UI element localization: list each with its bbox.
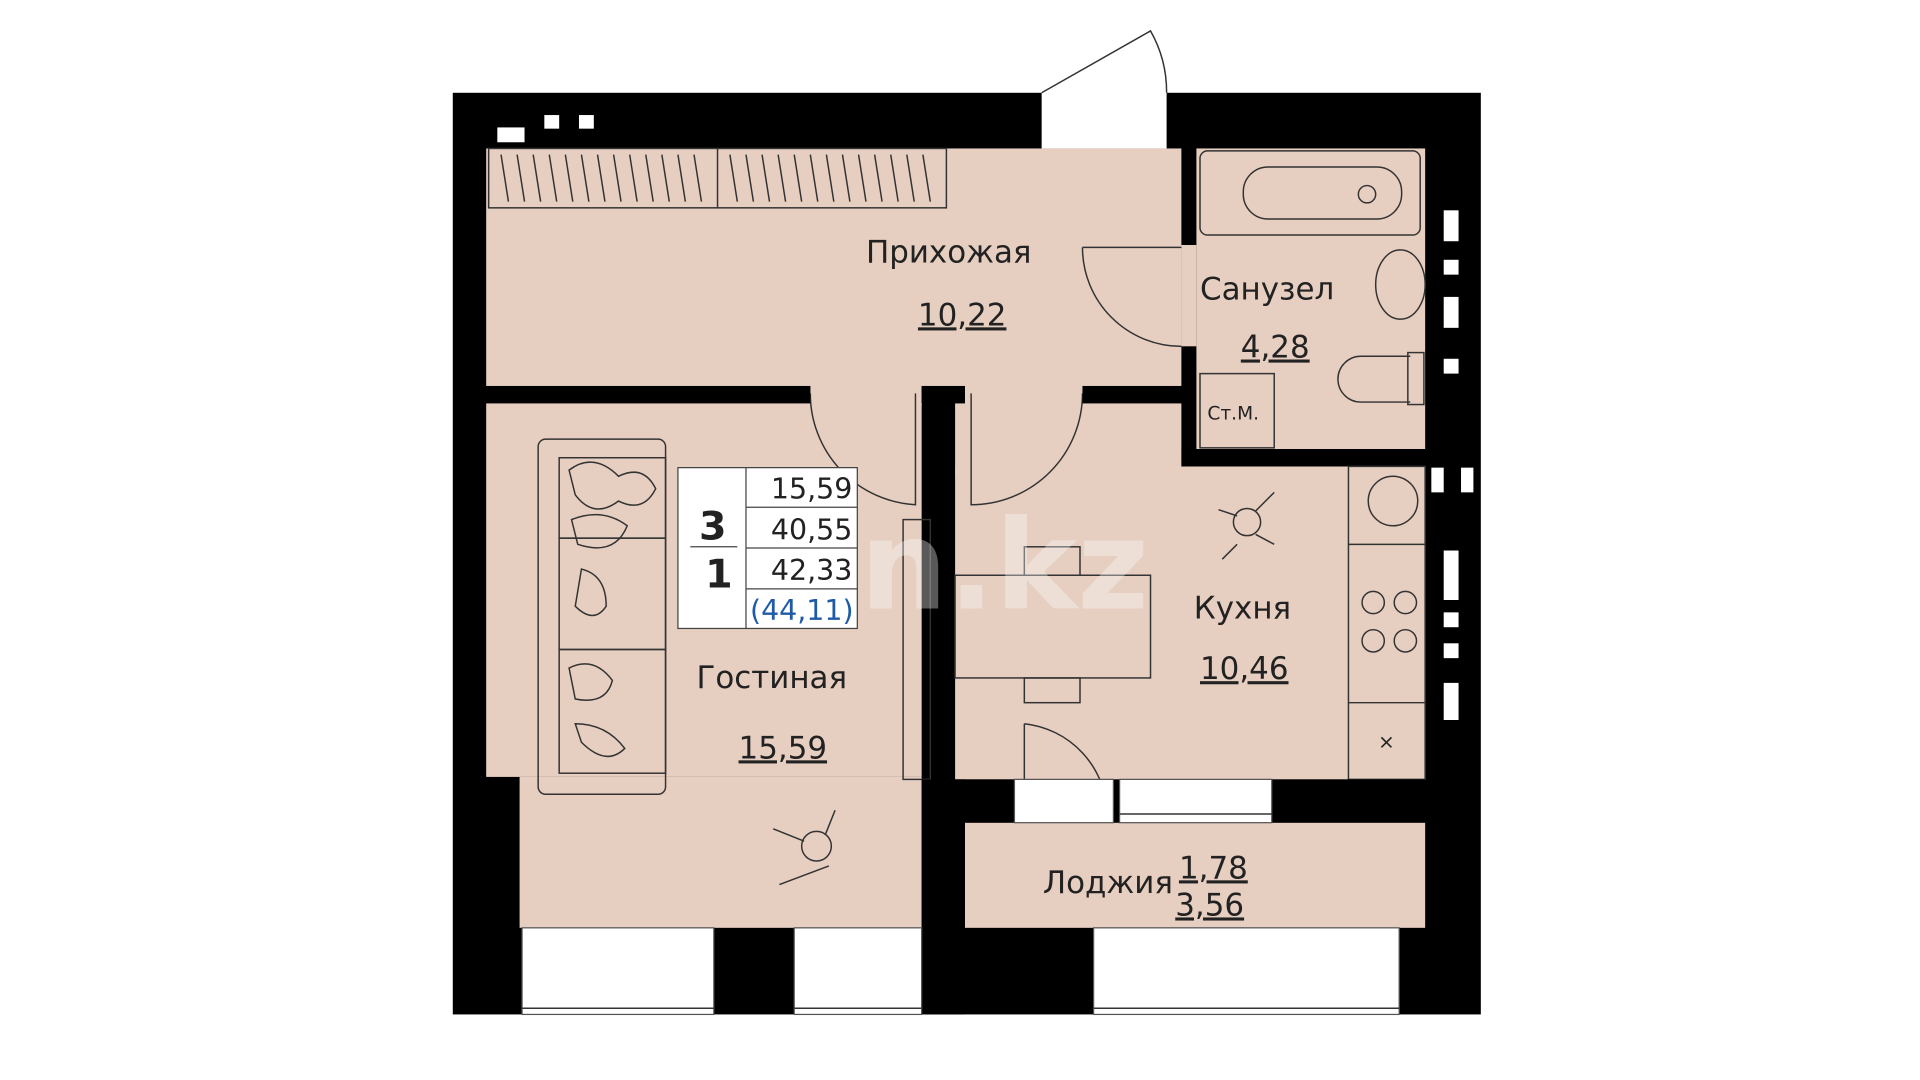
wardrobe [487,147,948,209]
wall [930,403,956,780]
living-window[interactable] [793,927,923,1016]
loggia-window[interactable] [1092,927,1400,1016]
person-icon [1218,491,1275,560]
total-area-full: (44,11) [750,594,854,627]
total-area-no-loggia: 40,55 [771,513,852,546]
sink-icon [1374,249,1426,320]
wall [1181,449,1426,467]
toilet-icon [1337,351,1425,406]
living-area: 15,59 [739,730,827,766]
kitchen-floor [955,466,1426,780]
living-label: Гостиная [696,660,847,696]
rooms-count: 1 [705,552,733,598]
wall [1181,346,1197,467]
person-icon [772,810,836,886]
washing-machine: Ст.М. [1199,372,1275,449]
kitchen-label: Кухня [1194,591,1291,627]
entrance-door-icon [1041,29,1168,94]
watermark: n.kz [860,495,1149,639]
wall [921,385,965,404]
loggia-door-opening[interactable] [1013,778,1115,824]
floor-number: 3 [699,503,727,549]
bathroom-label: Санузел [1200,271,1334,307]
loggia-area: 1,78 [1179,850,1248,886]
hallway-area: 10,22 [918,297,1006,333]
living-area-value: 15,59 [771,473,852,506]
kitchen-door-icon [970,393,1084,506]
total-area: 42,33 [771,554,852,587]
kitchen-window[interactable] [1118,778,1273,824]
dining-table [954,546,1152,704]
svg-text:Ст.М.: Ст.М. [1207,403,1259,424]
wall [1082,385,1182,404]
hood-icon: × [1378,730,1395,753]
sofa-icon [537,438,667,795]
living-window[interactable] [521,927,715,1016]
loggia-area-full: 3,56 [1175,887,1244,923]
sliding-partition [902,518,932,781]
bathroom-area: 4,28 [1241,330,1310,366]
facade-window-marks [1431,210,1474,720]
loggia-floor [964,822,1426,928]
bathroom-floor [1196,148,1426,450]
wall [921,779,965,1015]
living-floor-lower [519,776,922,928]
wall [486,385,811,404]
kitchen-area: 10,46 [1200,651,1288,687]
hallway-floor [486,148,1182,386]
summary-box: 3 1 15,59 40,55 42,33 (44,11) [677,467,858,630]
socket-icons [497,115,594,143]
wall [1181,148,1197,245]
hallway-label: Прихожая [866,234,1032,270]
bathtub-icon [1199,150,1421,236]
bathroom-door-icon [1081,246,1182,348]
loggia-label: Лоджия [1043,865,1173,901]
entrance-opening[interactable] [1041,86,1167,149]
